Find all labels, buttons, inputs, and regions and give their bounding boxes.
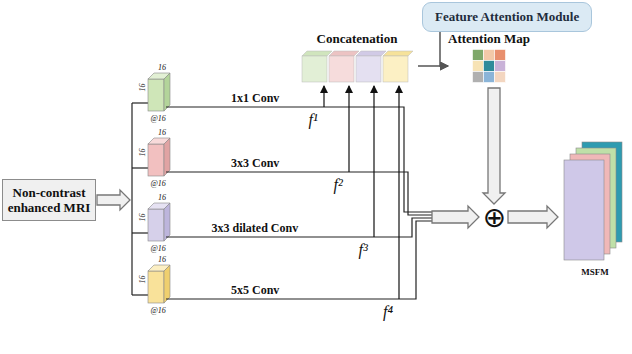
channel-count: 16	[138, 275, 147, 283]
concat-slabs	[296, 48, 418, 84]
hollow-arrow	[483, 88, 505, 204]
filter-count: @16	[151, 244, 166, 253]
filter-count: @16	[151, 114, 166, 123]
feature-symbol: f²	[334, 176, 343, 194]
input-bus	[132, 103, 148, 295]
feature-symbol: f⁴	[383, 303, 393, 321]
filter-count: @16	[151, 306, 166, 315]
box-label: Non-contrast enhanced MRI	[6, 185, 92, 215]
channel-count: 16	[158, 128, 166, 137]
concatenation-block: Concatenation	[296, 30, 418, 84]
output-stack: MSFM	[562, 138, 628, 278]
block-heading: Attention Map	[448, 30, 530, 48]
conv-label: 5x5 Conv	[231, 283, 279, 298]
module-title: Feature Attention Module	[435, 9, 579, 25]
stack-label: MSFM	[562, 262, 628, 278]
conv-label: 1x1 Conv	[231, 91, 279, 106]
hollow-arrow	[432, 206, 479, 228]
feature-symbol: f³	[359, 241, 368, 259]
channel-count: 16	[138, 148, 147, 156]
filter-count: @16	[151, 179, 166, 188]
conv-label: 3x3 dilated Conv	[212, 221, 299, 236]
branch-line	[166, 107, 432, 299]
feature-arrow	[324, 86, 399, 299]
feature-cube	[148, 203, 170, 241]
module-box: Feature Attention Module	[422, 2, 592, 32]
hollow-arrow	[508, 206, 558, 228]
input-box: Non-contrast enhanced MRI	[2, 179, 96, 221]
feature-cube	[148, 73, 170, 111]
channel-count: 16	[158, 255, 166, 264]
hollow-arrow	[97, 190, 130, 210]
sum-symbol: ⊕	[483, 201, 506, 234]
attention-grid	[471, 48, 507, 84]
block-heading: Concatenation	[296, 30, 418, 48]
feature-cube	[148, 265, 170, 303]
conv-label: 3x3 Conv	[231, 156, 279, 171]
feature-symbol: f¹	[309, 111, 318, 129]
channel-count: 16	[138, 83, 147, 91]
feature-stack	[562, 138, 626, 262]
connector	[440, 32, 448, 66]
channel-count: 16	[158, 63, 166, 72]
attention-map: Attention Map	[448, 30, 530, 84]
feature-cube	[148, 138, 170, 176]
channel-count: 16	[158, 193, 166, 202]
channel-count: 16	[138, 213, 147, 221]
